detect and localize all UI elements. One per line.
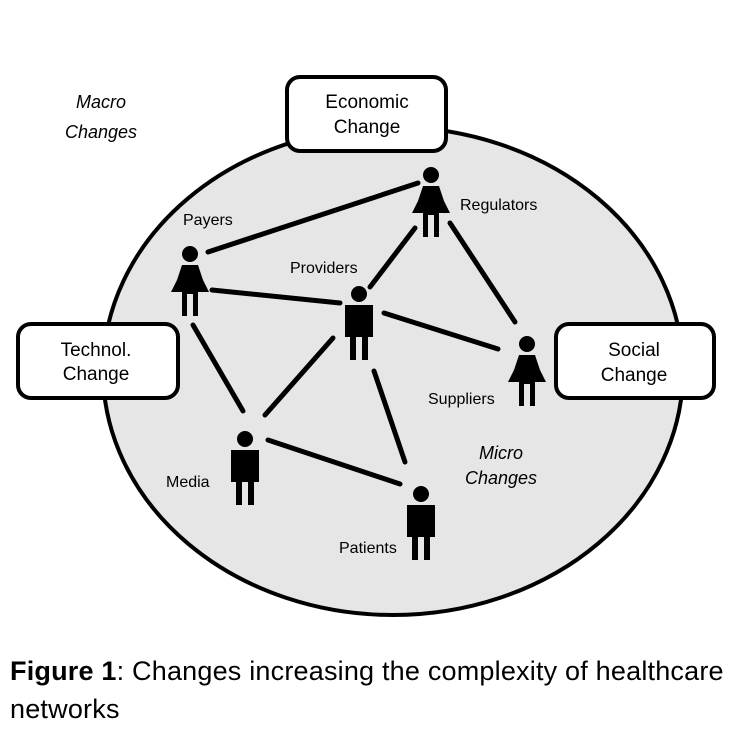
edge-providers-patients	[371, 368, 408, 465]
technological-change-box: Technol. Change	[16, 322, 180, 400]
edge-payers-providers	[209, 287, 343, 306]
payers-label: Payers	[183, 212, 233, 229]
edge-media-patients	[265, 437, 403, 487]
connections	[190, 180, 518, 487]
network-diagram: Economic Change Technol. Change Social C…	[16, 75, 716, 617]
economic-change-box: Economic Change	[285, 75, 448, 153]
figure-number: Figure 1	[10, 656, 117, 686]
edge-payers-media	[190, 322, 246, 414]
caption-text: : Changes increasing the complexity of h…	[10, 656, 724, 724]
regulators-label: Regulators	[460, 197, 537, 214]
economic-box-line1: Economic	[325, 92, 408, 113]
edge-payers-regulators	[205, 180, 421, 255]
edge-providers-suppliers	[381, 310, 501, 352]
technological-box-line2: Change	[63, 364, 130, 385]
providers-label: Providers	[290, 260, 358, 277]
figure-caption: Figure 1: Changes increasing the complex…	[10, 652, 740, 728]
social-box-line1: Social	[608, 340, 660, 361]
suppliers-label: Suppliers	[428, 391, 495, 408]
media-label: Media	[166, 474, 210, 491]
technological-box-line1: Technol.	[61, 340, 132, 361]
edge-regulators-providers	[367, 225, 418, 290]
edge-regulators-suppliers	[447, 220, 518, 325]
edge-providers-media	[262, 335, 336, 418]
micro-label-line2: Changes	[465, 468, 537, 488]
macro-label-line2: Changes	[65, 122, 137, 142]
macro-label-line1: Macro	[76, 92, 126, 112]
economic-box-line2: Change	[334, 117, 401, 138]
micro-label-line1: Micro	[479, 443, 523, 463]
social-box-line2: Change	[601, 365, 668, 386]
patients-label: Patients	[339, 540, 397, 557]
social-change-box: Social Change	[554, 322, 716, 400]
